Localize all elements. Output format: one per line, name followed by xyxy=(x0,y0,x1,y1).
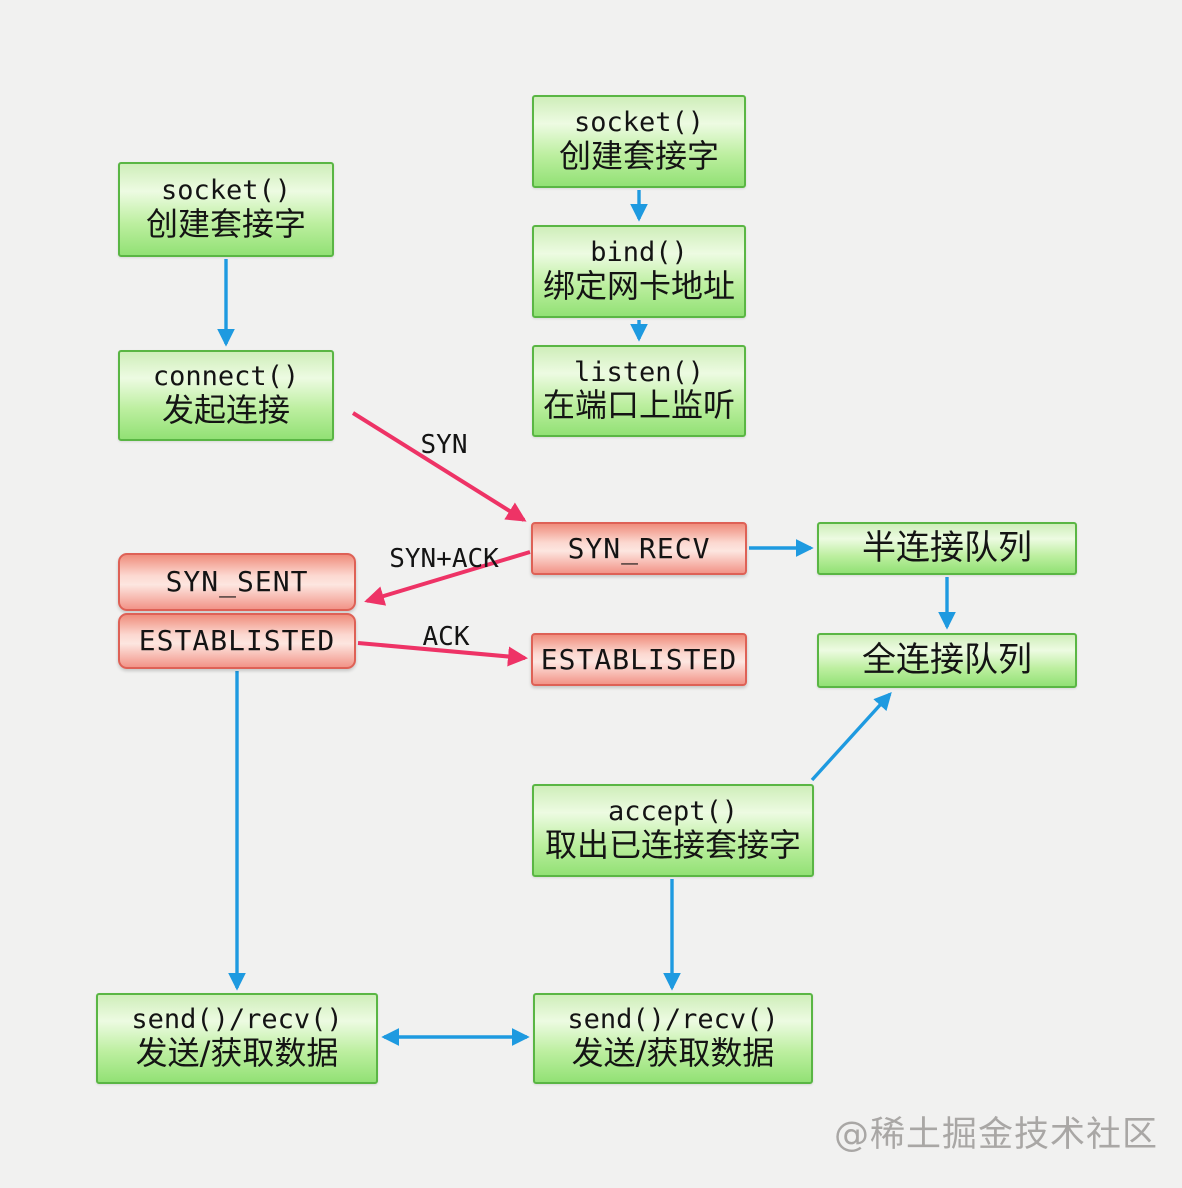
node-full-connection-queue: 全连接队列 xyxy=(817,633,1077,688)
node-bind: bind() 绑定网卡地址 xyxy=(532,225,746,318)
watermark: @稀土掘金技术社区 xyxy=(833,1115,1158,1155)
node-client-socket-desc: 创建套接字 xyxy=(145,204,306,243)
node-client-send-recv-desc: 发送/获取数据 xyxy=(135,1033,339,1072)
node-established-server: ESTABLISTED xyxy=(531,633,747,686)
edge-label-syn-ack: SYN+ACK xyxy=(389,544,499,574)
node-bind-desc: 绑定网卡地址 xyxy=(542,266,735,305)
node-established-server-label: ESTABLISTED xyxy=(540,642,738,676)
node-connect-code: connect() xyxy=(152,361,300,393)
node-syn-sent-label: SYN_SENT xyxy=(165,565,309,599)
node-accept-code: accept() xyxy=(607,796,739,828)
node-client-send-recv-code: send()/recv() xyxy=(131,1004,343,1036)
node-syn-recv-label: SYN_RECV xyxy=(567,531,711,565)
node-half-connection-queue-label: 半连接队列 xyxy=(862,529,1032,568)
node-connect: connect() 发起连接 xyxy=(118,350,334,441)
node-half-connection-queue: 半连接队列 xyxy=(817,522,1077,575)
node-server-send-recv-desc: 发送/获取数据 xyxy=(571,1033,775,1072)
node-connect-desc: 发起连接 xyxy=(161,390,290,429)
node-client-socket-code: socket() xyxy=(160,175,292,207)
edge-label-syn: SYN xyxy=(420,430,468,460)
node-server-send-recv-code: send()/recv() xyxy=(567,1004,779,1036)
node-accept: accept() 取出已连接套接字 xyxy=(532,784,814,877)
node-server-socket-code: socket() xyxy=(573,107,705,139)
node-listen-code: listen() xyxy=(573,356,705,388)
node-accept-desc: 取出已连接套接字 xyxy=(544,825,801,864)
node-server-socket-desc: 创建套接字 xyxy=(558,136,719,175)
node-client-socket: socket() 创建套接字 xyxy=(118,162,334,257)
edge-label-ack: ACK xyxy=(422,622,470,652)
node-syn-recv: SYN_RECV xyxy=(531,522,747,575)
node-listen: listen() 在端口上监听 xyxy=(532,345,746,437)
arrow-accept-to-fullqueue xyxy=(810,692,892,782)
node-established-client-label: ESTABLISTED xyxy=(138,624,336,658)
node-established-client: ESTABLISTED xyxy=(118,613,356,669)
node-listen-desc: 在端口上监听 xyxy=(542,386,735,425)
node-server-send-recv: send()/recv() 发送/获取数据 xyxy=(533,993,813,1084)
node-client-send-recv: send()/recv() 发送/获取数据 xyxy=(96,993,378,1084)
node-full-connection-queue-label: 全连接队列 xyxy=(862,641,1032,680)
node-server-socket: socket() 创建套接字 xyxy=(532,95,746,188)
node-bind-code: bind() xyxy=(590,237,688,269)
node-syn-sent: SYN_SENT xyxy=(118,553,356,611)
